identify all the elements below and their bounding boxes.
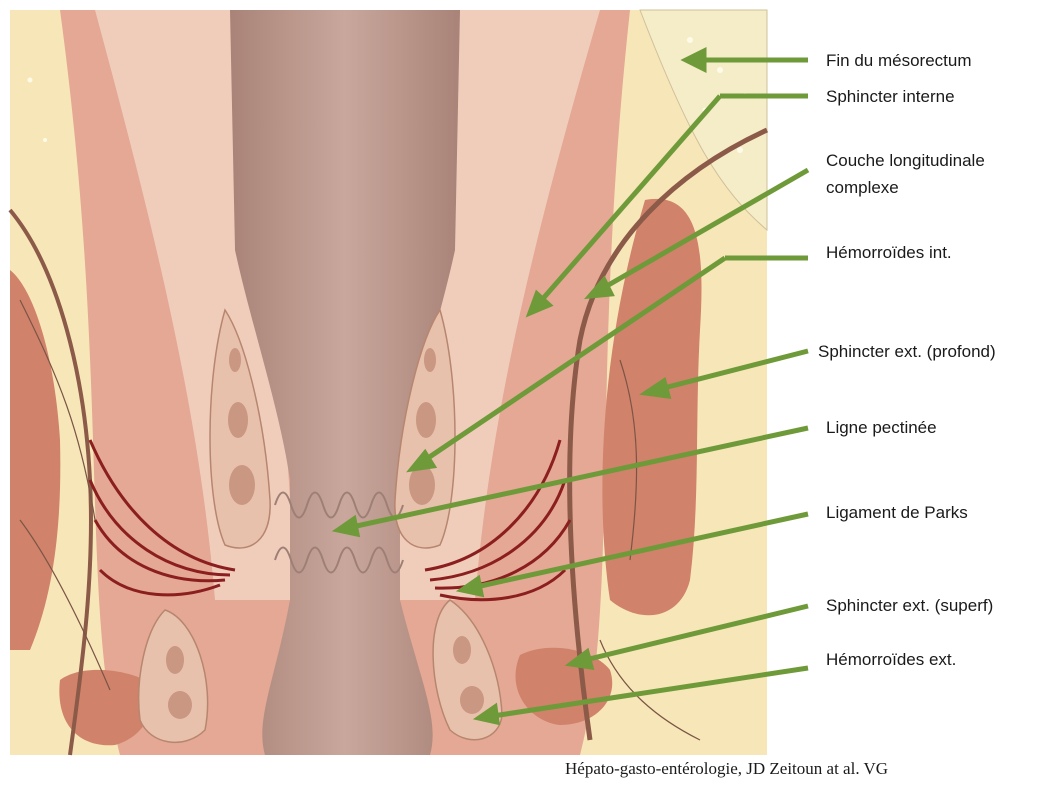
label-ligament-parks: Ligament de Parks [826, 503, 968, 522]
label-couche-line2: complexe [826, 178, 899, 197]
label-mesorectum: Fin du mésorectum [826, 51, 972, 70]
label-ligne-pectinee: Ligne pectinée [826, 418, 937, 437]
label-hemorroides-int: Hémorroïdes int. [826, 243, 952, 262]
label-sphincter-profond: Sphincter ext. (profond) [818, 342, 996, 361]
label-sphincter-interne: Sphincter interne [826, 87, 955, 106]
label-couche-line1: Couche longitudinale [826, 151, 985, 170]
source-credit: Hépato-gasto-entérologie, JD Zeitoun at … [565, 759, 888, 778]
label-sphincter-superf: Sphincter ext. (superf) [826, 596, 993, 615]
label-hemorroides-ext: Hémorroïdes ext. [826, 650, 956, 669]
